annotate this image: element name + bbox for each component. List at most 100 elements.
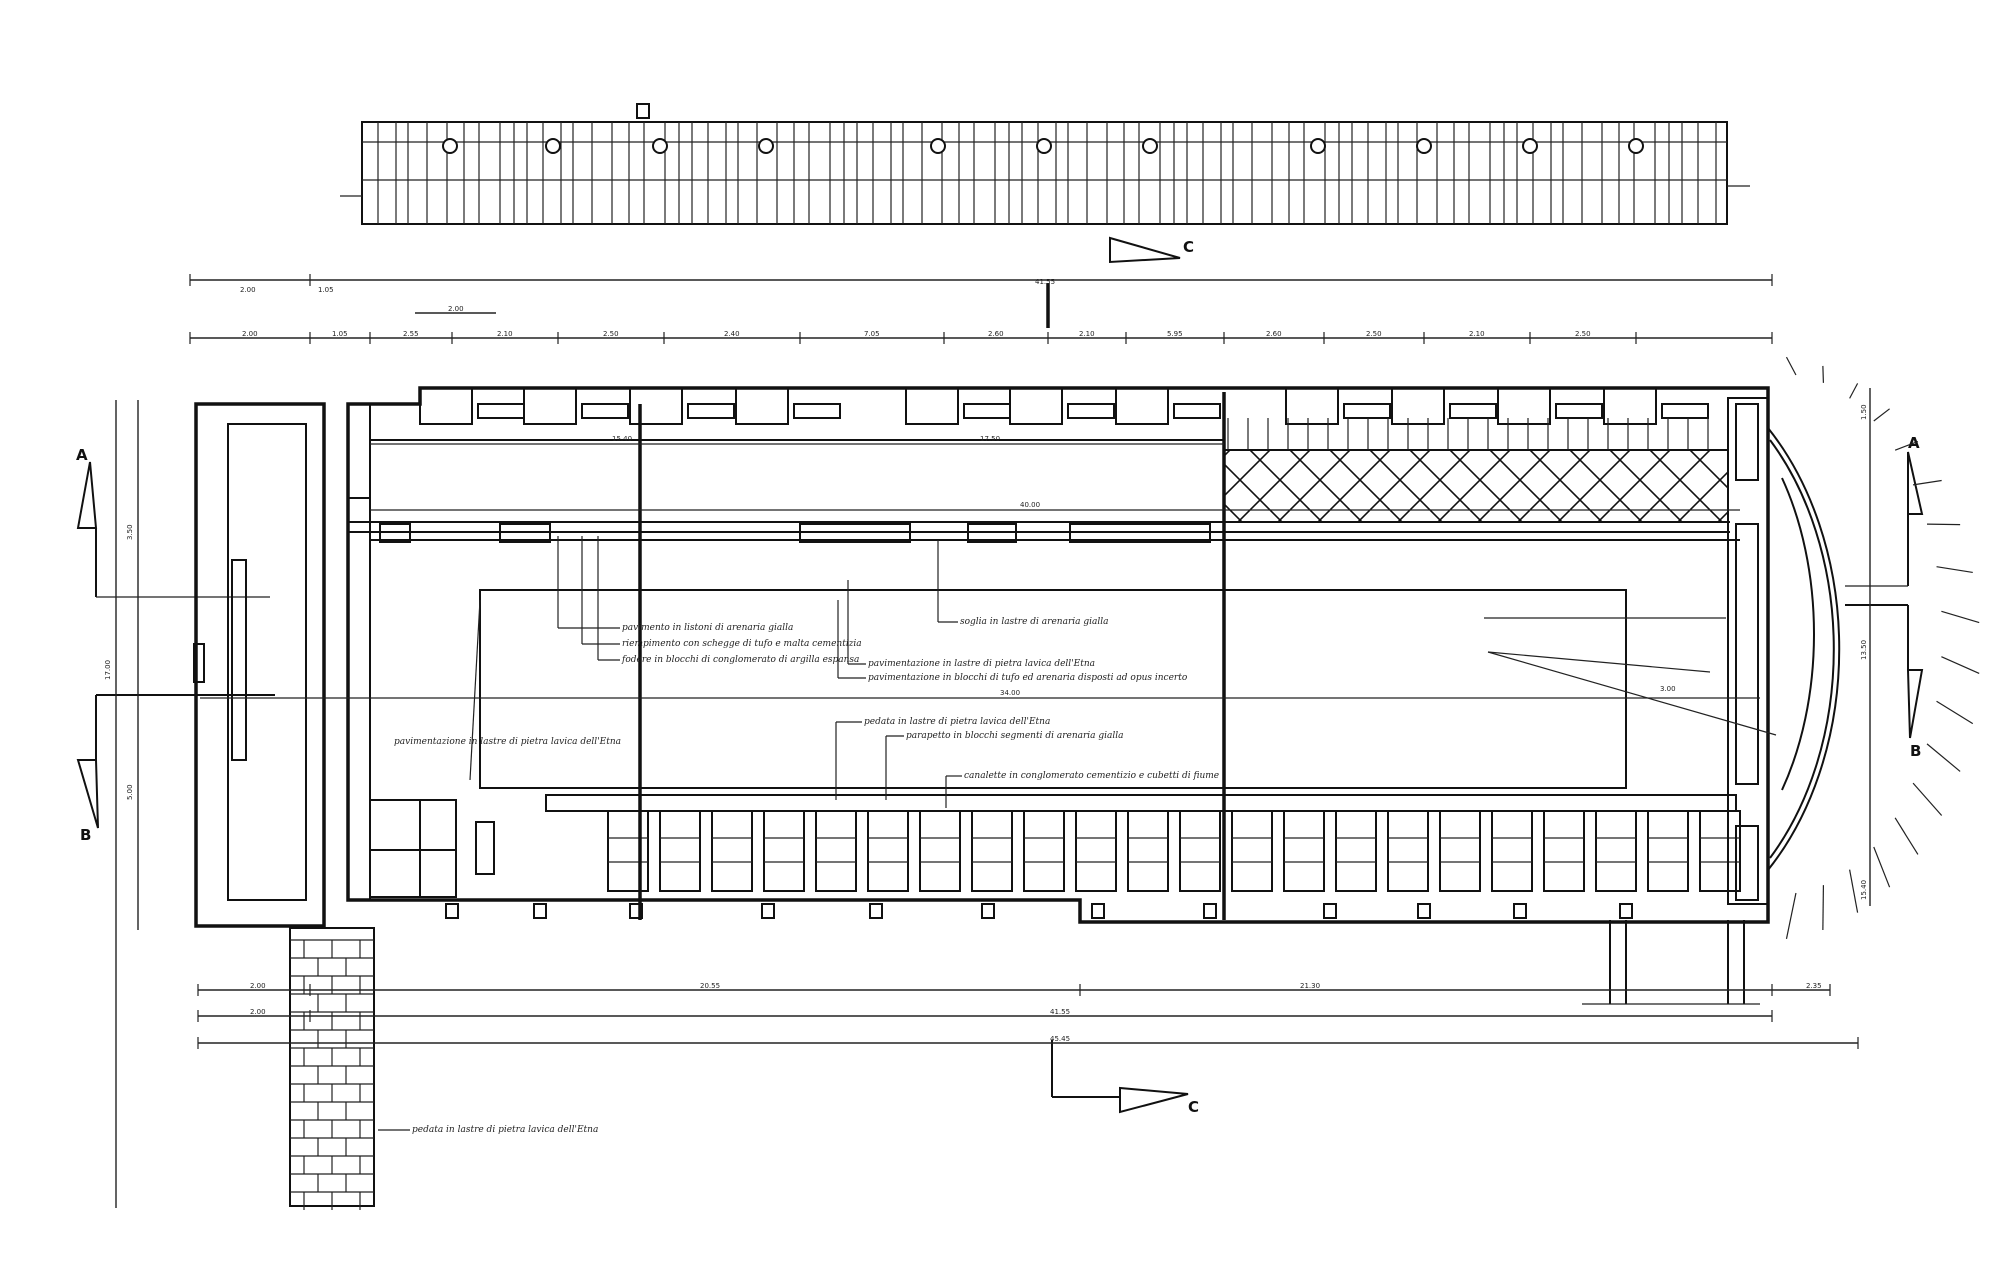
dimension-label: 2.55: [403, 330, 419, 338]
exedra-step: [1822, 365, 1825, 383]
pier-slot: [1067, 403, 1115, 419]
pier-slot: [477, 403, 525, 419]
elevation-vertical-lines: [377, 122, 1717, 224]
exedra-step: [1936, 700, 1974, 725]
paving-block: [867, 810, 909, 892]
section-marker-c-top: C: [1046, 236, 1194, 328]
section-letter-c-bottom: C: [1188, 1098, 1199, 1116]
exedra-step: [1873, 408, 1890, 422]
column-circle: [758, 138, 774, 154]
pier: [523, 388, 577, 425]
pillar: [981, 903, 995, 919]
paving-block: [1439, 810, 1481, 892]
dimension-label: 2.40: [724, 330, 740, 338]
dimension-label: 2.10: [1079, 330, 1095, 338]
column-circle: [1628, 138, 1644, 154]
note-pav-lavica: pavimentazione in lastre di pietra lavic…: [868, 659, 1095, 669]
niche: [967, 523, 1017, 543]
paving-block: [1127, 810, 1169, 892]
svg-text:2.00: 2.00: [250, 1008, 266, 1016]
note-pavimento-arenaria: pavimento in listoni di arenaria gialla: [622, 623, 793, 633]
svg-text:17.50: 17.50: [980, 435, 1000, 443]
pier-slot: [1173, 403, 1221, 419]
exedra-step: [1894, 440, 1919, 451]
pillar: [1619, 903, 1633, 919]
chimney-mark: [636, 103, 650, 119]
svg-text:1.50: 1.50: [1860, 404, 1868, 420]
svg-text:17.00: 17.00: [104, 660, 112, 680]
dimension-label: 5.95: [1167, 330, 1183, 338]
bottom-dimension-chains: 2.00 20.55 21.30 2.35 2.00 41.55 45.45: [197, 982, 1859, 1049]
pier: [1497, 388, 1551, 425]
exedra-step: [1912, 479, 1942, 486]
dimension-label: 2.60: [988, 330, 1004, 338]
paving-block: [1231, 810, 1273, 892]
exedra-step: [1941, 656, 1980, 674]
paving-block: [711, 810, 753, 892]
exedra-step: [1849, 869, 1859, 913]
svg-text:1.05: 1.05: [318, 286, 334, 294]
svg-text:3.50: 3.50: [126, 524, 134, 540]
paving-block: [919, 810, 961, 892]
paving-block: [1023, 810, 1065, 892]
note-fodere: fodere in blocchi di conglomerato di arg…: [621, 655, 859, 665]
inner-dimensions: 15.40 17.50 40.00 34.00 3.00: [200, 435, 1777, 736]
pillar: [1091, 903, 1105, 919]
dimension-label: 2.50: [603, 330, 619, 338]
dimension-label: 2.60: [1266, 330, 1282, 338]
svg-text:2.35: 2.35: [1806, 982, 1822, 990]
paving-block: [1699, 810, 1741, 892]
pier: [1391, 388, 1445, 425]
svg-text:15.40: 15.40: [612, 435, 632, 443]
note-opus-incerto: pavimentazione in blocchi di tufo ed are…: [868, 673, 1188, 683]
note-soglia: soglia in lastre di arenaria gialla: [960, 617, 1108, 627]
vertical-dimensions: 17.00 3.50 5.00 13.50 1.50 15.40: [104, 388, 1871, 1208]
pillar: [1417, 903, 1431, 919]
paving-block: [763, 810, 805, 892]
section-marker-c-bottom: C: [1051, 1040, 1199, 1116]
section-marker-b-right: B: [1845, 604, 1924, 760]
section-letter-b-right: B: [1910, 742, 1921, 760]
total-length-label: 41.55: [1035, 278, 1055, 286]
note-pedata-walkway: pedata in lastre di pietra lavica dell'E…: [412, 1125, 598, 1135]
pillar: [869, 903, 883, 919]
pillar: [445, 903, 459, 919]
paving-block: [1491, 810, 1533, 892]
note-riempimento: riempimento con schegge di tufo e malta …: [622, 639, 862, 649]
column-circle: [545, 138, 561, 154]
courtyard-outline: [479, 589, 1627, 789]
svg-text:20.55: 20.55: [700, 982, 720, 990]
pier-slot: [1449, 403, 1497, 419]
svg-text:2.00: 2.00: [240, 286, 256, 294]
exedra-step: [1912, 782, 1943, 816]
niche: [499, 523, 551, 543]
pier-slot: [1343, 403, 1391, 419]
note-pav-lavica-left: pavimentazione in lastre di pietra lavic…: [394, 737, 621, 747]
section-letter-b-left: B: [80, 826, 91, 844]
paving-block: [815, 810, 857, 892]
paving-block: [659, 810, 701, 892]
column-circle: [442, 138, 458, 154]
section-letter-c-top: C: [1183, 238, 1194, 256]
column-circle: [930, 138, 946, 154]
column-circle: [1310, 138, 1326, 154]
pier: [1115, 388, 1169, 425]
paving-block: [607, 810, 649, 892]
pier: [905, 388, 959, 425]
svg-text:21.30: 21.30: [1300, 982, 1320, 990]
pier-slot: [963, 403, 1011, 419]
paving-block: [1543, 810, 1585, 892]
pier-slot: [1661, 403, 1709, 419]
svg-text:45.45: 45.45: [1050, 1035, 1070, 1043]
column-circle: [1142, 138, 1158, 154]
paving-block: [1595, 810, 1637, 892]
note-canalette: canalette in conglomerato cementizio e c…: [964, 771, 1219, 781]
paving-block: [971, 810, 1013, 892]
pier-slot: [581, 403, 629, 419]
exedra-step: [1936, 566, 1973, 574]
exedra-step: [1941, 610, 1980, 624]
dimension-label: 1.05: [332, 330, 348, 338]
exedra-step: [1926, 743, 1961, 772]
pier: [1603, 388, 1657, 425]
pier: [629, 388, 683, 425]
